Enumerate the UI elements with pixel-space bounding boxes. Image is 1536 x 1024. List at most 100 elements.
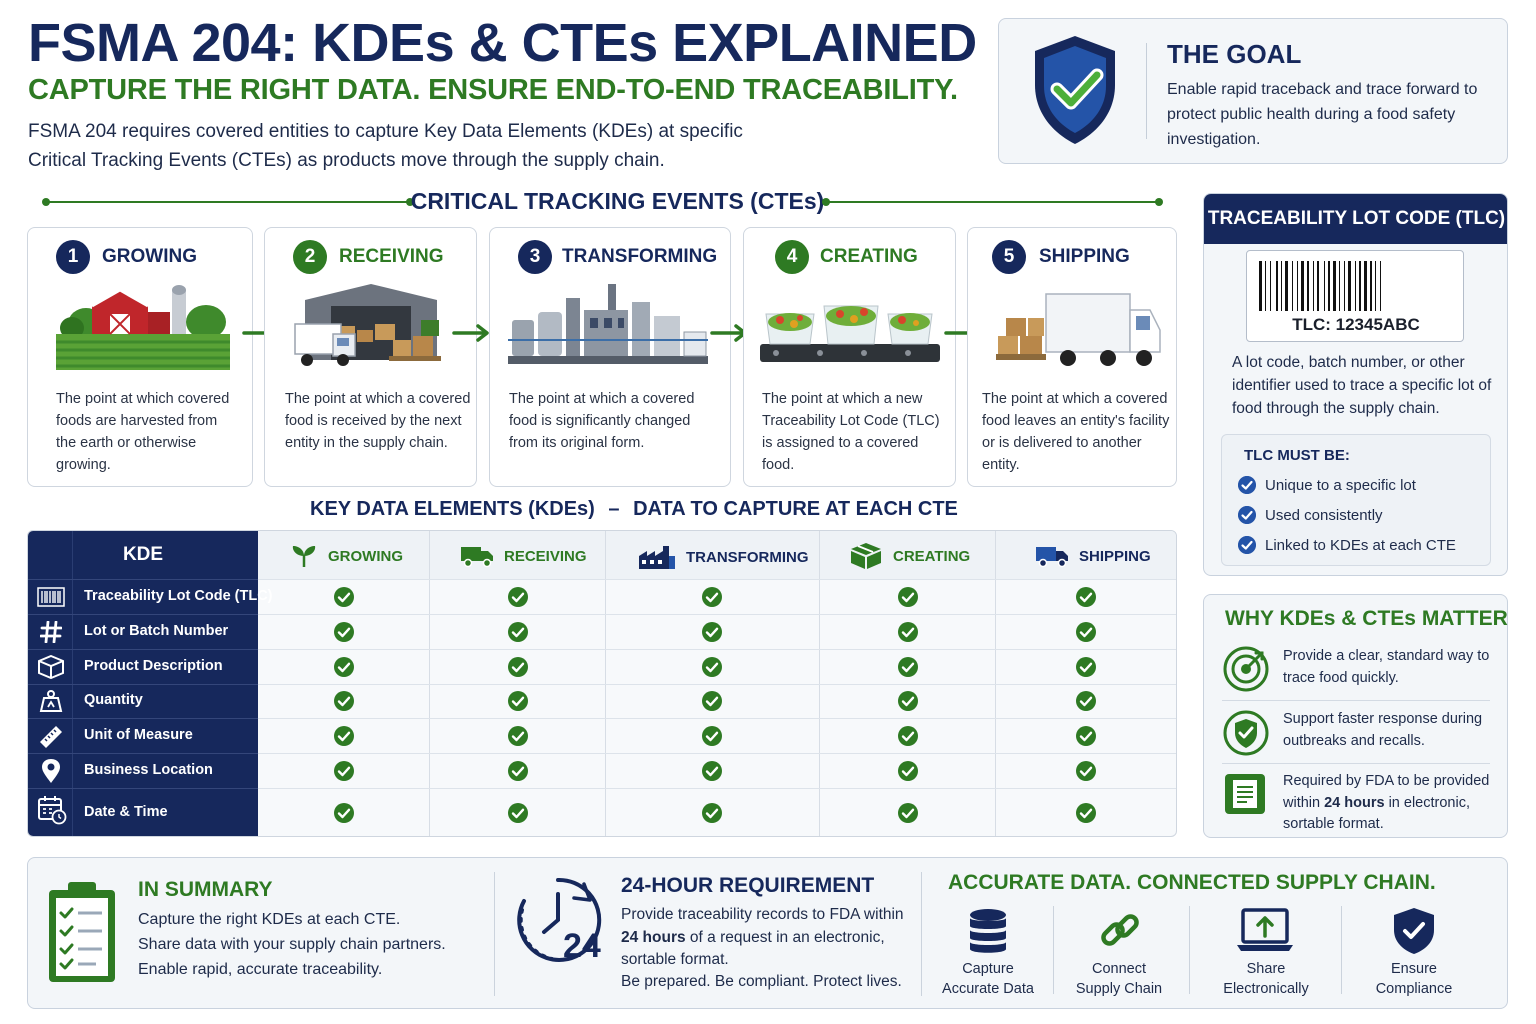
barcode-icon xyxy=(1259,261,1381,311)
row-separator xyxy=(28,753,258,754)
column-header-shipping: SHIPPING xyxy=(1035,544,1151,568)
document-icon xyxy=(1225,774,1265,814)
requirement-title: 24-HOUR REQUIREMENT xyxy=(621,874,875,897)
check-icon xyxy=(1076,622,1096,642)
check-icon xyxy=(898,622,918,642)
clock-24-number: 24 xyxy=(563,927,601,965)
accurate-item-line: Compliance xyxy=(1375,981,1453,997)
cte-description: The point at which a covered food leaves… xyxy=(982,391,1170,473)
check-icon xyxy=(508,726,528,746)
step-number: 4 xyxy=(775,240,809,274)
check-icon xyxy=(334,657,354,677)
goal-text: Enable rapid traceback and trace forward… xyxy=(1167,81,1478,148)
step-number: 5 xyxy=(992,240,1026,274)
clipboard-checklist-icon xyxy=(49,882,115,982)
goal-title: THE GOAL xyxy=(1167,39,1302,69)
heading-dot xyxy=(1155,198,1163,206)
box-icon xyxy=(38,655,64,679)
tlc-requirement-text: Used consistently xyxy=(1265,506,1383,524)
kde-heading-dash: – xyxy=(608,498,620,520)
check-icon xyxy=(508,691,528,711)
shield-check-icon xyxy=(1394,908,1434,954)
truck-icon xyxy=(1036,547,1068,568)
truck-icon xyxy=(461,547,493,568)
icon-column-rule xyxy=(72,531,73,836)
check-icon xyxy=(334,622,354,642)
step-number: 1 xyxy=(56,240,90,274)
row-separator xyxy=(28,684,258,685)
check-icon xyxy=(702,761,722,781)
goal-divider xyxy=(1146,43,1147,139)
why-item-text: Support faster response during outbreaks… xyxy=(1283,711,1483,749)
accurate-item-capture: Capture Accurate Data xyxy=(928,959,1048,999)
column-header-growing: GROWING xyxy=(290,544,403,568)
check-icon xyxy=(334,587,354,607)
barcode-icon xyxy=(37,587,65,607)
why-item-text: Provide a clear, standard way to trace f… xyxy=(1283,648,1490,686)
check-icon xyxy=(1076,691,1096,711)
cte-title: GROWING xyxy=(102,246,197,267)
location-pin-icon xyxy=(42,759,60,783)
why-separator xyxy=(1222,763,1490,764)
column-header-label: TRANSFORMING xyxy=(686,548,809,566)
row-separator xyxy=(258,753,1176,754)
kde-heading: KEY DATA ELEMENTS (KDEs) – DATA TO CAPTU… xyxy=(310,498,958,521)
why-item-text-part: in electronic, sortable format. xyxy=(1283,794,1470,833)
column-header-transforming: TRANSFORMING xyxy=(638,544,809,570)
check-icon xyxy=(1076,803,1096,823)
accurate-item-line: Capture xyxy=(962,961,1014,977)
cte-card-creating: 4 CREATING The point at which a new Trac… xyxy=(743,227,956,487)
shield-check-icon xyxy=(1035,36,1115,144)
check-icon xyxy=(702,803,722,823)
check-icon xyxy=(1076,726,1096,746)
check-icon xyxy=(702,587,722,607)
kde-row-label: Unit of Measure xyxy=(84,727,193,743)
check-icon xyxy=(702,657,722,677)
check-icon xyxy=(508,657,528,677)
weight-icon xyxy=(39,690,63,712)
accurate-item-line: Supply Chain xyxy=(1075,981,1163,997)
check-icon xyxy=(508,803,528,823)
kde-row-label: Traceability Lot Code (TLC) xyxy=(84,588,273,604)
cte-heading: CRITICAL TRACKING EVENTS (CTEs) xyxy=(410,188,825,214)
summary-line: Capture the right KDEs at each CTE. xyxy=(138,911,401,928)
step-number: 2 xyxy=(293,240,327,274)
factory-icon xyxy=(639,546,675,569)
kde-row-label: Quantity xyxy=(84,692,143,708)
target-icon xyxy=(1223,646,1269,692)
column-header-label: RECEIVING xyxy=(504,547,587,565)
summary-line: Enable rapid, accurate traceability. xyxy=(138,961,383,978)
row-separator xyxy=(258,788,1176,789)
kde-row-label: Date & Time xyxy=(84,804,168,820)
farm-illustration xyxy=(56,282,230,370)
cte-description: The point at which covered foods are har… xyxy=(56,391,230,473)
cte-card-receiving: 2 RECEIVING The point at which a covered… xyxy=(264,227,477,487)
summary-lines: Capture the right KDEs at each CTE. Shar… xyxy=(138,907,446,982)
summary-separator xyxy=(921,872,922,996)
kde-table: KDE GROWING RECEIVING TRANSFORMING xyxy=(27,530,1177,837)
accurate-data-title: ACCURATE DATA. CONNECTED SUPPLY CHAIN. xyxy=(948,871,1436,894)
row-separator xyxy=(258,579,1176,580)
step-number: 3 xyxy=(518,240,552,274)
check-icon xyxy=(702,726,722,746)
ruler-icon xyxy=(40,726,62,748)
check-icon xyxy=(898,726,918,746)
box-icon xyxy=(851,543,881,569)
factory-illustration xyxy=(508,284,708,364)
accurate-separator xyxy=(1189,906,1190,994)
column-separator xyxy=(605,531,606,836)
row-separator xyxy=(28,579,258,580)
database-icon xyxy=(970,909,1006,953)
accurate-item-line: Connect xyxy=(1091,961,1146,977)
check-icon xyxy=(508,761,528,781)
cte-card-transforming: 3 TRANSFORMING The point at which a cove… xyxy=(489,227,731,487)
row-separator xyxy=(258,649,1176,650)
column-header-creating: CREATING xyxy=(849,542,970,570)
tlc-requirements-title: TLC MUST BE: xyxy=(1244,447,1350,464)
chain-link-icon xyxy=(1101,914,1139,946)
row-separator xyxy=(28,614,258,615)
check-icon xyxy=(1076,657,1096,677)
column-header-label: GROWING xyxy=(328,547,403,565)
kde-row-label: Product Description xyxy=(84,658,223,674)
check-icon xyxy=(702,691,722,711)
